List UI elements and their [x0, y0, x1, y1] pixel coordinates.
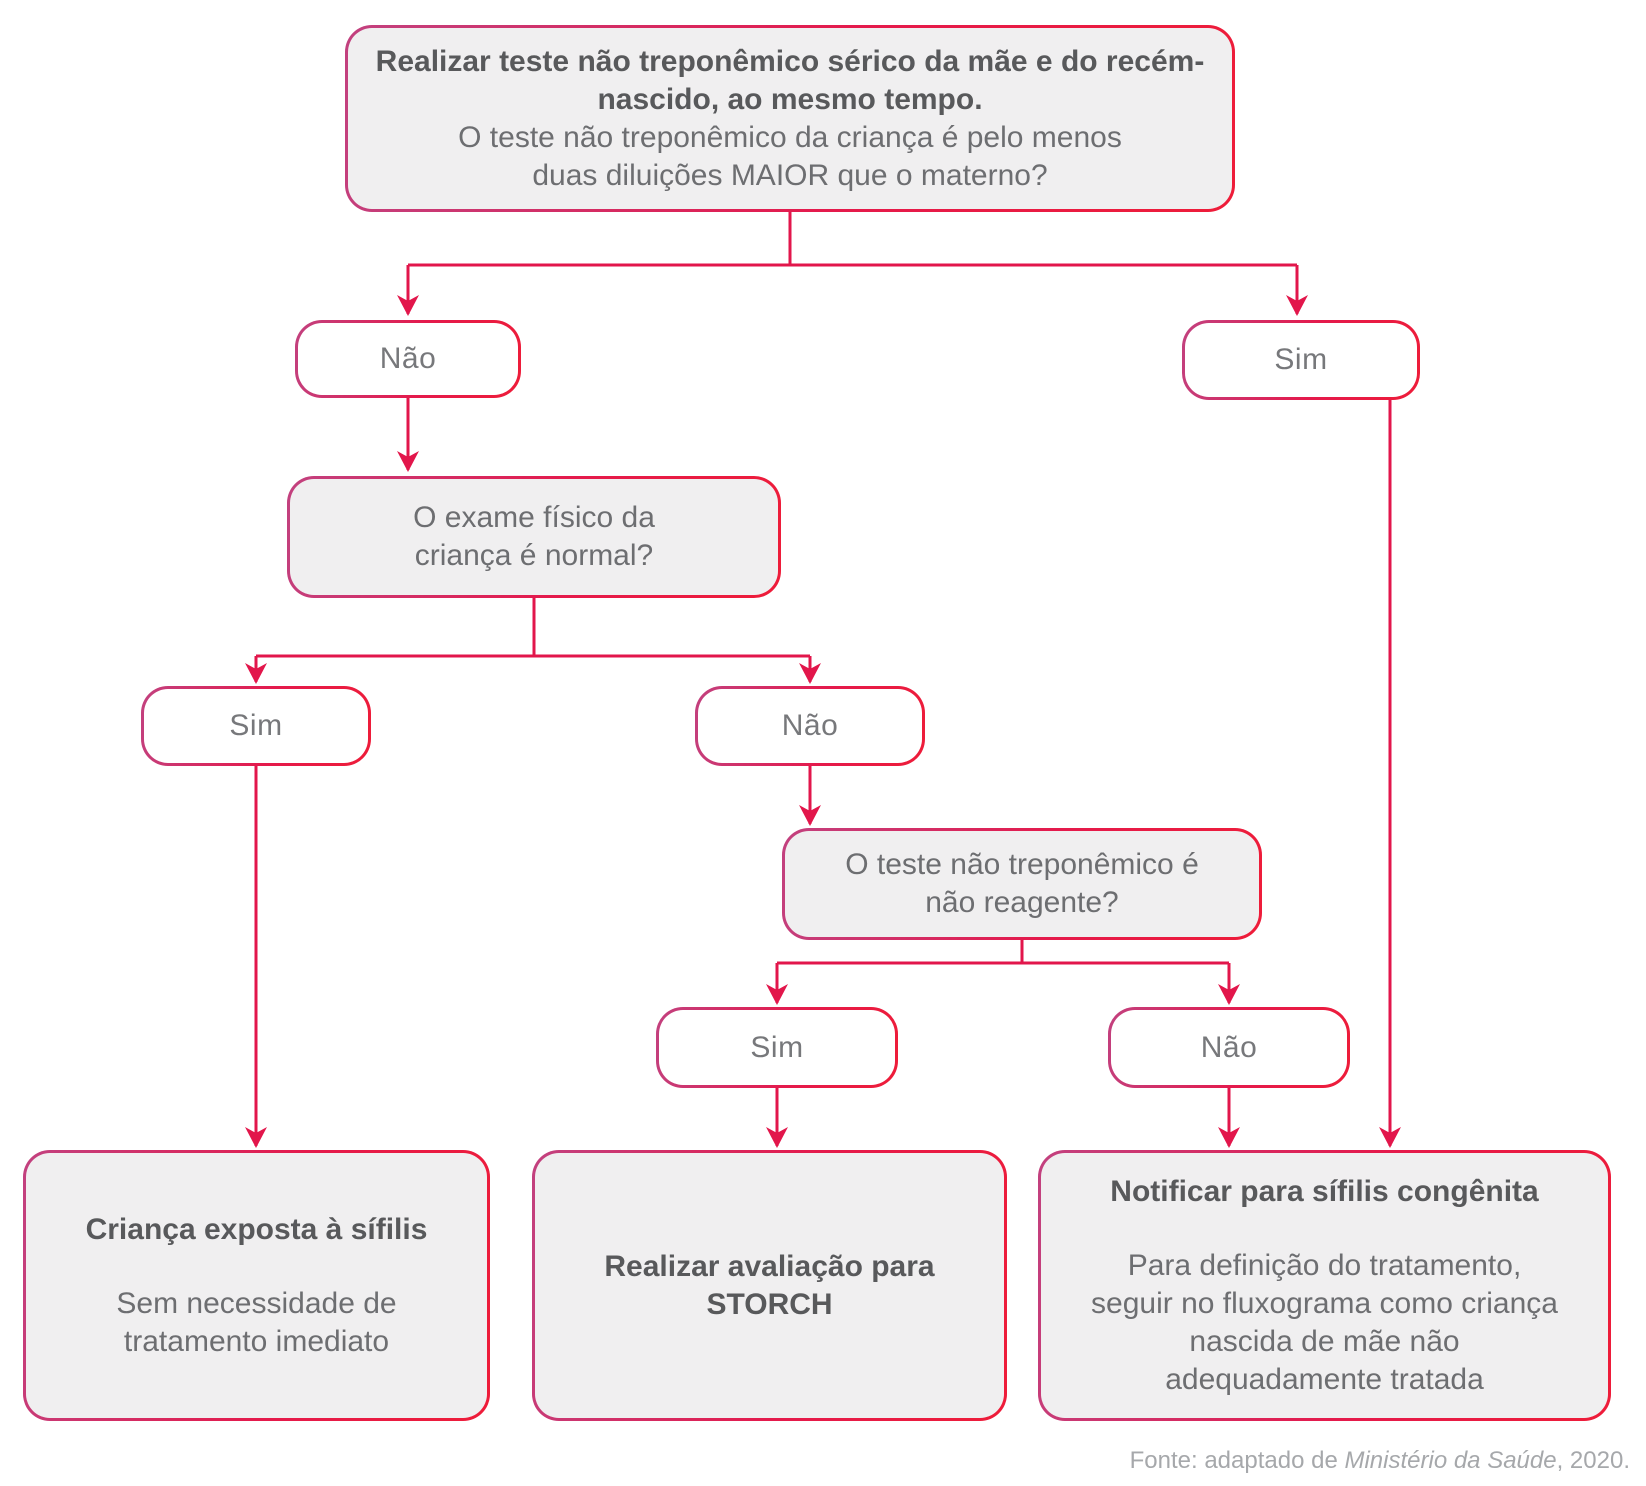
source-caption-italic: Ministério da Saúde	[1344, 1447, 1557, 1474]
outcome-exposed-node: Criança exposta à sífilis Sem necessidad…	[23, 1150, 490, 1421]
outcome-notify-node: Notificar para sífilis congênita Para de…	[1038, 1150, 1611, 1421]
node-body: O teste não treponêmico da criança é pel…	[458, 120, 1122, 192]
connector-exam-spine	[256, 598, 810, 658]
answer-label: Não	[1200, 1030, 1258, 1064]
answer-label: Sim	[1274, 343, 1328, 376]
source-caption-prefix: Fonte: adaptado de	[1129, 1447, 1345, 1474]
answer-label: Não	[379, 342, 437, 375]
node-body: Para definição do tratamento, seguir no …	[1091, 1248, 1558, 1396]
node-body: O teste não treponêmico é não reagente?	[845, 848, 1199, 919]
source-caption-suffix: , 2020.	[1556, 1447, 1630, 1474]
answer-yes-dilution-node: Sim	[1182, 320, 1420, 400]
answer-label: Sim	[229, 709, 283, 742]
source-caption: Fonte: adaptado de Ministério da Saúde, …	[1130, 1446, 1630, 1476]
exam-question-node: O exame físico da criança é normal?	[287, 476, 781, 598]
node-title: Criança exposta à sífilis	[85, 1212, 428, 1246]
answer-no-dilution-node: Não	[295, 320, 521, 398]
root-question-node: Realizar teste não treponêmico sérico da…	[345, 25, 1235, 212]
connector-test-spine	[777, 940, 1229, 965]
answer-no-test-node: Não	[1108, 1007, 1350, 1088]
answer-label: Sim	[750, 1030, 804, 1064]
connector-root-spine	[408, 212, 1297, 267]
test-question-node: O teste não treponêmico é não reagente?	[782, 828, 1262, 940]
outcome-storch-node: Realizar avaliação para STORCH	[532, 1150, 1007, 1421]
answer-label: Não	[781, 709, 839, 742]
node-title: Notificar para sífilis congênita	[1110, 1174, 1539, 1208]
answer-yes-exam-node: Sim	[141, 686, 371, 766]
answer-yes-test-node: Sim	[656, 1007, 898, 1088]
node-title: Realizar avaliação para STORCH	[604, 1249, 935, 1321]
node-body: Sem necessidade de tratamento imediato	[116, 1286, 397, 1358]
node-title: Realizar teste não treponêmico sérico da…	[375, 44, 1205, 116]
answer-no-exam-node: Não	[695, 686, 925, 766]
node-body: O exame físico da criança é normal?	[413, 501, 655, 572]
